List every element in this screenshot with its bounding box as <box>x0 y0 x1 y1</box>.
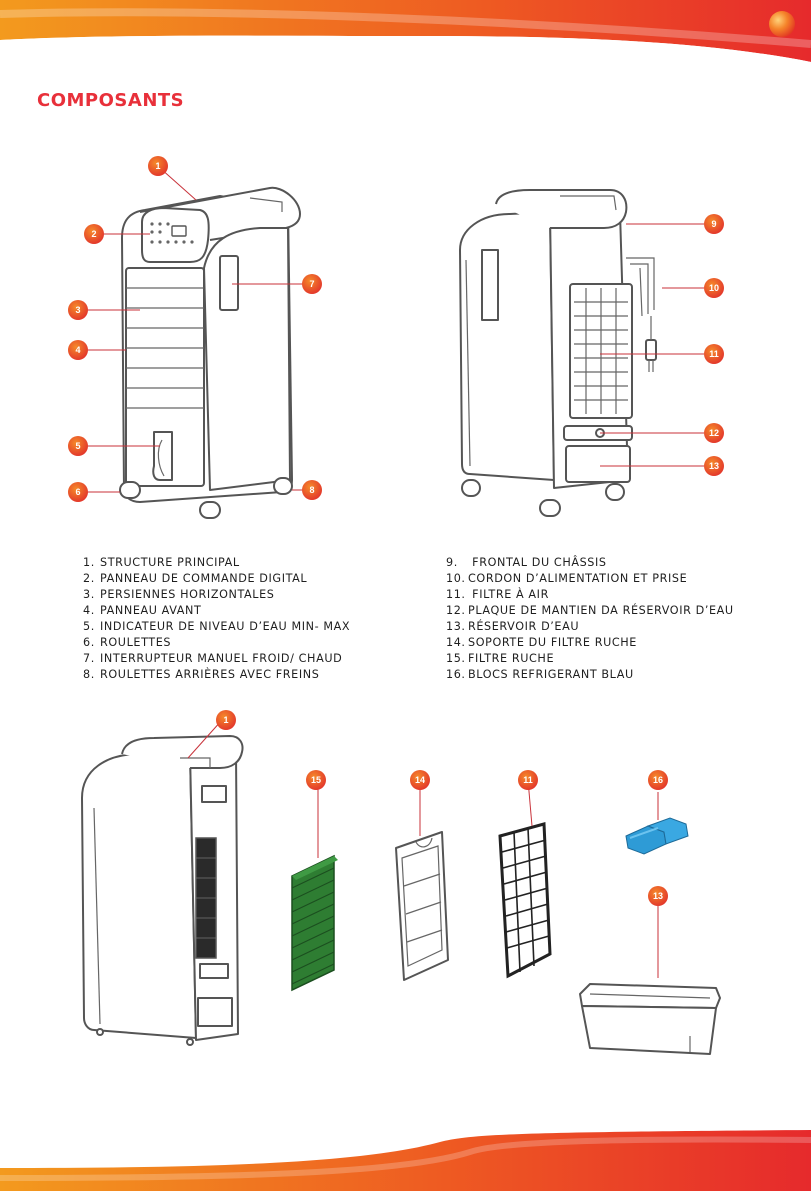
callout-1: 1 <box>148 156 168 176</box>
callout-14: 14 <box>410 770 430 790</box>
air-filter-icon <box>498 822 552 979</box>
callout-2: 2 <box>84 224 104 244</box>
legend-item: 9. FRONTAL DU CHÂSSIS <box>446 556 607 569</box>
callout-13: 13 <box>704 456 724 476</box>
ice-block-icon <box>625 817 689 855</box>
svg-text:1: 1 <box>223 715 228 725</box>
legend-item: 10.CORDON D’ALIMENTATION ET PRISE <box>446 572 688 585</box>
legend-item: 16.BLOCS REFRIGERANT BLAU <box>446 668 634 681</box>
svg-text:9: 9 <box>711 219 716 229</box>
legend-list-left: 1.STRUCTURE PRINCIPAL 2.PANNEAU DE COMMA… <box>83 555 350 683</box>
callout-15: 15 <box>306 770 326 790</box>
power-cord-icon <box>626 257 657 372</box>
decorative-ball-icon <box>769 11 795 37</box>
svg-text:10: 10 <box>709 283 719 293</box>
bottom-banner <box>0 1128 811 1191</box>
callout-13: 13 <box>648 886 668 906</box>
legend-item: 5.INDICATEUR DE NIVEAU D’EAU MIN- MAX <box>83 620 351 633</box>
legend-item: 4.PANNEAU AVANT <box>83 604 202 617</box>
svg-text:13: 13 <box>709 461 719 471</box>
callout-5: 5 <box>68 436 88 456</box>
legend-item: 14.SOPORTE DU FILTRE RUCHE <box>446 636 637 649</box>
front-view-diagram: 1 2 3 4 5 6 7 8 <box>60 150 350 530</box>
legend-item: 7.INTERRUPTEUR MANUEL FROID/ CHAUD <box>83 652 343 665</box>
svg-text:2: 2 <box>91 229 96 239</box>
svg-text:8: 8 <box>309 485 314 495</box>
svg-text:13: 13 <box>653 891 663 901</box>
svg-text:6: 6 <box>75 487 80 497</box>
rear-view-diagram: 9 10 11 12 13 <box>440 189 740 530</box>
svg-text:11: 11 <box>523 775 533 785</box>
svg-text:1: 1 <box>155 161 160 171</box>
callout-8: 8 <box>302 480 322 500</box>
legend-item: 1.STRUCTURE PRINCIPAL <box>83 556 240 569</box>
callout-11: 11 <box>704 344 724 364</box>
legend-item: 2.PANNEAU DE COMMANDE DIGITAL <box>83 572 308 585</box>
svg-text:5: 5 <box>75 441 80 451</box>
callout-4: 4 <box>68 340 88 360</box>
legend-item: 3.PERSIENNES HORIZONTALES <box>83 588 275 601</box>
svg-text:3: 3 <box>75 305 80 315</box>
svg-text:11: 11 <box>709 349 719 359</box>
legend-item: 8.ROULETTES ARRIÈRES AVEC FREINS <box>83 668 320 681</box>
callout-16: 16 <box>648 770 668 790</box>
legend-list-right: 9. FRONTAL DU CHÂSSIS 10.CORDON D’ALIMEN… <box>446 555 734 683</box>
honeycomb-filter-icon <box>291 854 338 992</box>
control-buttons-icon <box>150 222 194 244</box>
callout-7: 7 <box>302 274 322 294</box>
page-title: COMPOSANTS <box>37 90 185 111</box>
callout-1: 1 <box>216 710 236 730</box>
callout-12: 12 <box>704 423 724 443</box>
legend-item: 15.FILTRE RUCHE <box>446 652 555 665</box>
legend-item: 6.ROULETTES <box>83 636 172 649</box>
svg-text:4: 4 <box>75 345 80 355</box>
svg-text:16: 16 <box>653 775 663 785</box>
callout-10: 10 <box>704 278 724 298</box>
callout-11: 11 <box>518 770 538 790</box>
wheel-icon <box>461 479 625 517</box>
svg-text:12: 12 <box>709 428 719 438</box>
water-tank-icon <box>579 983 721 1055</box>
legend-item: 11. FILTRE À AIR <box>446 588 549 601</box>
callout-9: 9 <box>704 214 724 234</box>
callout-6: 6 <box>68 482 88 502</box>
wheel-icon <box>119 477 293 519</box>
exploded-parts-diagram: 1 15 14 11 16 13 <box>70 708 740 1068</box>
filter-grid-icon <box>574 288 628 414</box>
svg-text:7: 7 <box>309 279 314 289</box>
filter-holder-icon <box>395 831 449 981</box>
legend-item: 12.PLAQUE DE MANTIEN DA RÉSERVOIR D’EAU <box>446 604 734 617</box>
svg-text:15: 15 <box>311 775 321 785</box>
top-banner <box>0 0 811 70</box>
svg-text:14: 14 <box>415 775 425 785</box>
callout-3: 3 <box>68 300 88 320</box>
legend-item: 13.RÉSERVOIR D’EAU <box>446 620 580 633</box>
